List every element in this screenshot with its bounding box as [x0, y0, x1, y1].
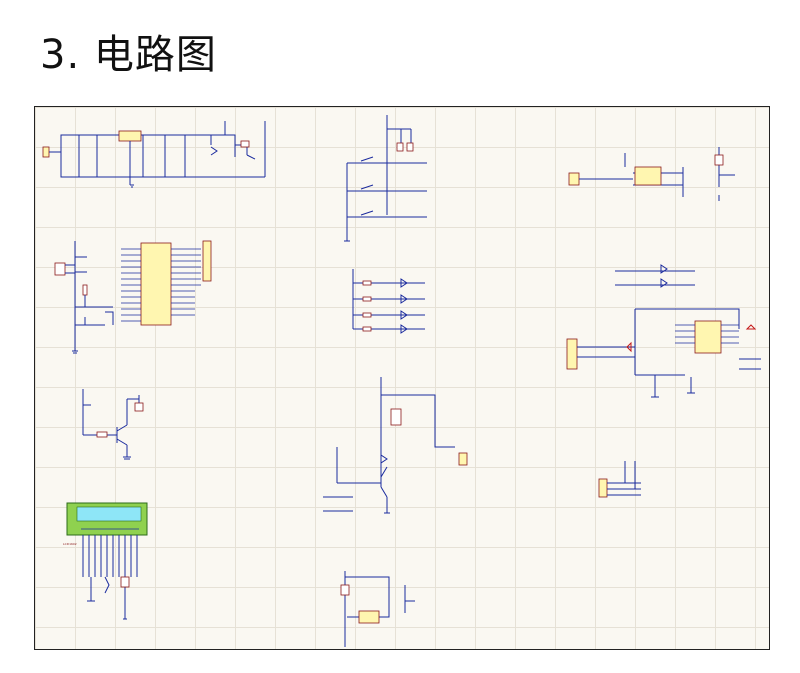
key-pullup-2	[406, 142, 414, 152]
led-resistor-3	[362, 312, 372, 318]
schematic-drawing: LCD1602	[42, 115, 761, 647]
aux-connector-circuit	[598, 461, 641, 498]
aux-connector	[598, 478, 608, 498]
led-resistor-4	[362, 326, 372, 332]
base-resistor	[96, 431, 108, 438]
pin-header	[202, 240, 212, 282]
max232-chip	[694, 320, 722, 354]
crystal	[54, 262, 66, 276]
output-resistor	[340, 584, 350, 596]
serial-circuit	[566, 264, 761, 398]
keys-circuit	[344, 115, 427, 242]
voltage-regulator	[118, 130, 142, 142]
output-circuit	[340, 571, 415, 647]
sensor-chip	[634, 166, 662, 186]
relay-circuit	[323, 377, 468, 514]
power-resistor	[240, 140, 250, 148]
mcu-chip	[140, 242, 172, 326]
lcd-label: LCD1602	[63, 542, 77, 546]
mcu-core-circuit	[54, 240, 212, 354]
sensor-resistor	[714, 154, 724, 166]
relay-coil	[390, 408, 402, 426]
relay-connector	[458, 452, 468, 466]
led-resistor-2	[362, 296, 372, 302]
sensor-connector	[568, 172, 580, 186]
key-pullup-1	[396, 142, 404, 152]
lcd-screen	[76, 506, 142, 522]
contrast-resistor	[120, 576, 130, 588]
reset-resistor	[82, 284, 88, 296]
optocoupler	[358, 610, 380, 624]
schematic-sheet: LCD1602	[34, 106, 770, 650]
sensor-circuit	[568, 147, 735, 201]
buzzer	[134, 402, 144, 412]
lcd-circuit: LCD1602	[63, 502, 148, 620]
power-connector	[42, 146, 50, 158]
serial-port	[566, 338, 578, 370]
power-supply-circuit	[42, 121, 266, 188]
led-resistor-1	[362, 280, 372, 286]
led-array-circuit	[352, 269, 425, 334]
page-title: 3. 电路图	[40, 32, 217, 78]
transistor-driver-circuit	[82, 389, 144, 460]
